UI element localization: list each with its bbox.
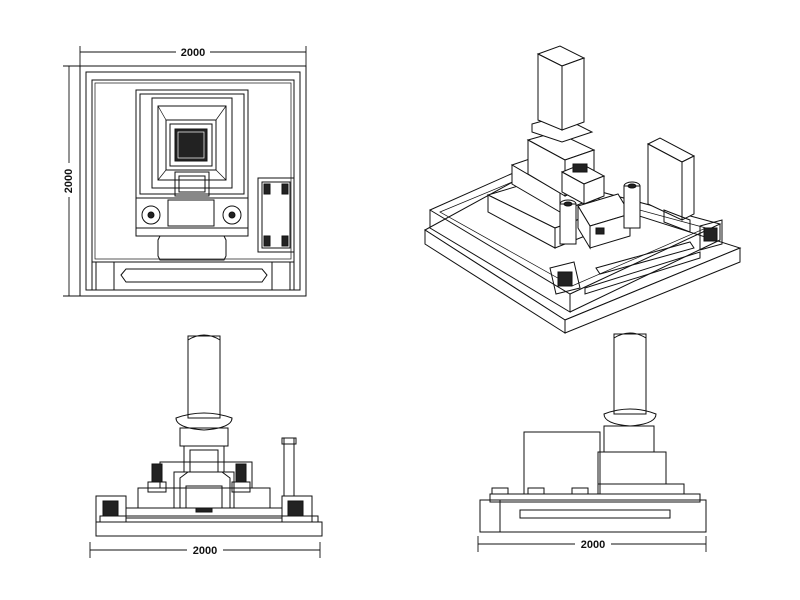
side-width-label: 2000 xyxy=(581,539,605,551)
side-width-dimension: 2000 xyxy=(477,536,707,552)
isometric-view xyxy=(424,45,742,334)
front-width-label: 2000 xyxy=(193,545,217,557)
plan-width-dimension: 2000 xyxy=(79,45,307,66)
plan-view: 2000 2000 xyxy=(61,45,307,297)
front-width-dimension: 2000 xyxy=(89,542,321,558)
side-elevation: 2000 xyxy=(477,332,707,552)
front-elevation: 2000 xyxy=(89,334,323,558)
plan-depth-dimension: 2000 xyxy=(61,65,80,297)
plan-depth-label: 2000 xyxy=(63,169,75,193)
plan-width-label: 2000 xyxy=(181,47,205,59)
